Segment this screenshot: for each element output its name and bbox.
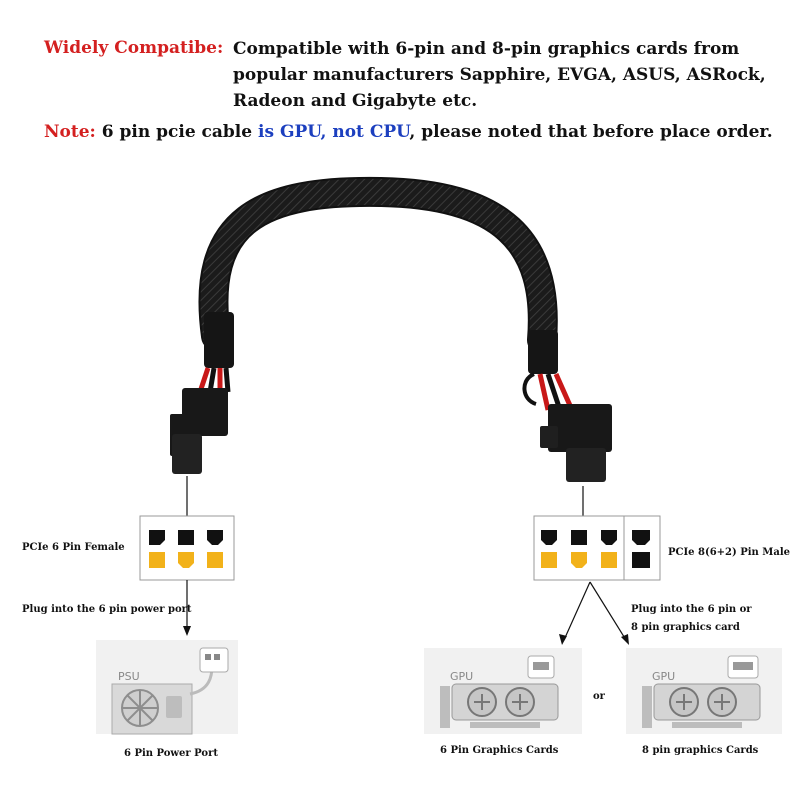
gpu-6pin-illustration [424, 648, 582, 734]
gpu-label-1: GPU [450, 670, 474, 683]
left-arrow [183, 580, 191, 636]
right-split-arrows [559, 581, 629, 645]
left-connector-plug [170, 367, 231, 474]
braided-cable [198, 176, 558, 374]
left-connector-label: PCIe 6 Pin Female [22, 542, 125, 553]
right-connector-label: PCIe 8(6+2) Pin Male [668, 547, 790, 558]
or-text: or [593, 691, 605, 702]
note-line: Note: 6 pin pcie cable is GPU, not CPU, … [44, 122, 773, 142]
psu-label: PSU [118, 670, 140, 683]
pcie-8pin-male-diagram [533, 515, 661, 581]
note-text-2: , please noted that before place order. [409, 122, 773, 142]
left-plug-text: Plug into the 6 pin power port [22, 604, 192, 615]
gpu-8pin-caption: 8 pin graphics Cards [642, 745, 759, 756]
right-connector-plug [522, 372, 612, 482]
psu-illustration [96, 640, 238, 735]
note-text-blue: is GPU, not CPU [258, 122, 410, 142]
compat-label: Widely Compatibe: [44, 38, 224, 58]
note-label: Note: [44, 122, 96, 142]
gpu-label-2: GPU [652, 670, 676, 683]
psu-caption: 6 Pin Power Port [124, 748, 218, 759]
note-text-1: 6 pin pcie cable [95, 122, 258, 142]
gpu-6pin-caption: 6 Pin Graphics Cards [440, 745, 559, 756]
gpu-8pin-illustration [626, 648, 782, 734]
right-plug-text-2: 8 pin graphics card [631, 622, 740, 633]
compat-text: Compatible with 6-pin and 8-pin graphics… [233, 39, 766, 111]
pcie-6pin-female-diagram [139, 515, 235, 581]
right-plug-text-1: Plug into the 6 pin or [631, 604, 752, 615]
